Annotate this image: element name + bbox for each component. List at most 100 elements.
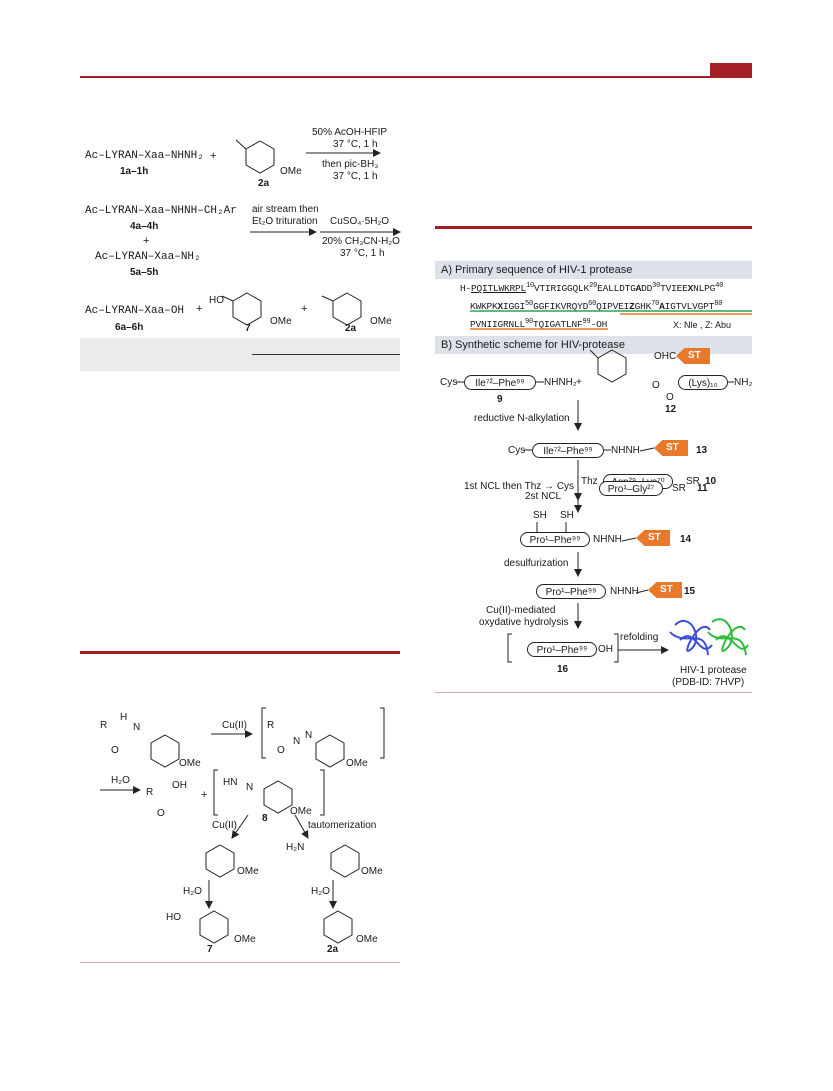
ile-phe-box-13: Ile⁷²–Phe⁹⁹: [532, 443, 604, 458]
mech-n3: N: [305, 730, 313, 741]
mech-n1: N: [133, 722, 141, 733]
final-pdb-label: (PDB-ID: 7HVP): [672, 677, 745, 688]
sr-label-10: SR: [686, 476, 700, 487]
mech-compound-7: 7: [207, 944, 213, 955]
table-rule: [252, 354, 400, 355]
ohc-label: OHC: [654, 351, 677, 362]
mech-cu-2: Cu(II): [212, 820, 237, 831]
compound-14-label: 14: [680, 534, 692, 545]
product-4: Ac–LYRAN–Xaa–NHNH–CH₂Ar: [85, 205, 237, 217]
section-rule-right: [435, 226, 752, 229]
refolding-label: refolding: [620, 632, 659, 643]
step-1-label: reductive N-alkylation: [474, 413, 570, 424]
panel-b-header: B) Synthetic scheme for HIV-protease: [435, 336, 752, 354]
step-3-label: 2st NCL: [525, 491, 562, 502]
header-rule: [80, 76, 752, 78]
ile-phe-box-9: Ile⁷²–Phe⁹⁹: [464, 375, 536, 390]
condition-2a-top: air stream then: [252, 204, 319, 215]
compound-7-label: 7: [245, 323, 251, 334]
condition-1-temp: 37 °C, 1 h: [333, 139, 378, 150]
sequence-line-3: PVNIIGRNLL90TQIGATLNF99-OH: [470, 318, 608, 331]
mech-n4: N: [246, 782, 254, 793]
mech-h: H: [120, 712, 128, 723]
cys-label-13: Cys: [508, 445, 526, 456]
compound-13-label: 13: [696, 445, 708, 456]
pro-gly-box: Pro¹–Gly²⁷: [599, 481, 663, 496]
st-tag-13: ST: [654, 440, 688, 456]
mech-n2: N: [293, 736, 301, 747]
step-5b-label: oxydative hydrolysis: [479, 617, 569, 628]
sh-label-2: SH: [560, 510, 574, 521]
mech-r2: R: [267, 720, 275, 731]
mech-o: O: [111, 745, 119, 756]
mechanism-bottom-rule: [80, 962, 400, 963]
condition-2b-bottom: 20% CH₃CN-H₂O: [322, 236, 400, 247]
panel-a-header: A) Primary sequence of HIV-1 protease: [435, 261, 752, 279]
ring-2a: [245, 140, 275, 174]
mech-h2o-3: H₂O: [311, 886, 330, 897]
sr-label-11: SR: [672, 483, 686, 494]
compound-9-label: 9: [497, 394, 503, 405]
st-tag-12: ST: [676, 348, 710, 364]
condition-1-then: then pic-BH₃: [322, 159, 379, 170]
o-label: O: [652, 380, 660, 391]
mech-ome2: OMe: [346, 758, 368, 769]
mech-hn: HN: [223, 777, 238, 788]
nhnh2-label: NHNH₂: [544, 377, 577, 388]
mech-o3: O: [157, 808, 165, 819]
protein-structure: [669, 618, 749, 656]
lys-box: (Lys)₁₀: [678, 375, 728, 390]
mech-arrow-4: [294, 814, 309, 839]
plus-sign-3: +: [196, 303, 203, 315]
condition-2b-top: CuSO₄·5H₂O: [330, 216, 390, 227]
product-4-label: 4a–4h: [130, 221, 159, 232]
product-5: Ac–LYRAN–Xaa–NH₂: [95, 251, 201, 263]
mech-ome5: OMe: [361, 866, 383, 877]
ring-2a-b: [332, 292, 362, 326]
ring-7: [232, 292, 262, 326]
condition-1-temp2: 37 °C, 1 h: [333, 171, 378, 182]
final-name-label: HIV-1 protease: [680, 665, 747, 676]
compound-11-label: 11: [697, 483, 708, 494]
sh-label-1: SH: [533, 510, 547, 521]
mech-ome7: OMe: [356, 934, 378, 945]
sequence-legend: X: Nle , Z: Abu: [673, 320, 732, 330]
mech-cu-1: Cu(II): [222, 720, 247, 731]
nh2-label-12: NH₂: [734, 377, 753, 388]
product-6: Ac–LYRAN–Xaa–OH: [85, 305, 185, 317]
nhnh-label-15: NHNH: [610, 586, 639, 597]
oh-label-16: OH: [598, 644, 613, 655]
plus-label-b: +: [576, 377, 582, 388]
plus-sign-2: +: [143, 235, 150, 247]
mech-o2: O: [277, 745, 285, 756]
pro-phe-box-15: Pro¹–Phe⁹⁹: [536, 584, 606, 599]
pro-phe-box-16: Pro¹–Phe⁹⁹: [527, 642, 597, 657]
condition-2b-temp: 37 °C, 1 h: [340, 248, 385, 259]
cys-label-9: Cys: [440, 377, 458, 388]
st-tag-15: ST: [648, 582, 682, 598]
ho-label: HO: [209, 295, 224, 306]
st-tag-14: ST: [636, 530, 670, 546]
compound-16-label: 16: [557, 664, 569, 675]
nhnh-label-13: NHNH: [611, 445, 640, 456]
ome-label: OMe: [280, 166, 302, 177]
mech-oh: OH: [172, 780, 187, 791]
mech-h2o-1: H₂O: [111, 775, 130, 786]
right-bottom-rule: [435, 692, 752, 693]
mech-r3: R: [146, 787, 154, 798]
reactant-1: Ac–LYRAN–Xaa–NHNH₂: [85, 150, 204, 162]
step-4-label: desulfurization: [504, 558, 569, 569]
aldehyde-label: 2a: [258, 178, 270, 189]
ome-label-2a: OMe: [370, 316, 392, 327]
mech-ome4: OMe: [237, 866, 259, 877]
compound-12-label: 12: [665, 404, 677, 415]
nhnh-label-14: NHNH: [593, 534, 622, 545]
mech-h2o-2: H₂O: [183, 886, 202, 897]
mech-tautomerization: tautomerization: [308, 820, 377, 831]
mech-plus: +: [201, 789, 208, 801]
reactant-1-label: 1a–1h: [120, 166, 149, 177]
thz-label: Thz: [581, 476, 598, 487]
header-badge: [710, 63, 752, 76]
mech-r: R: [100, 720, 108, 731]
